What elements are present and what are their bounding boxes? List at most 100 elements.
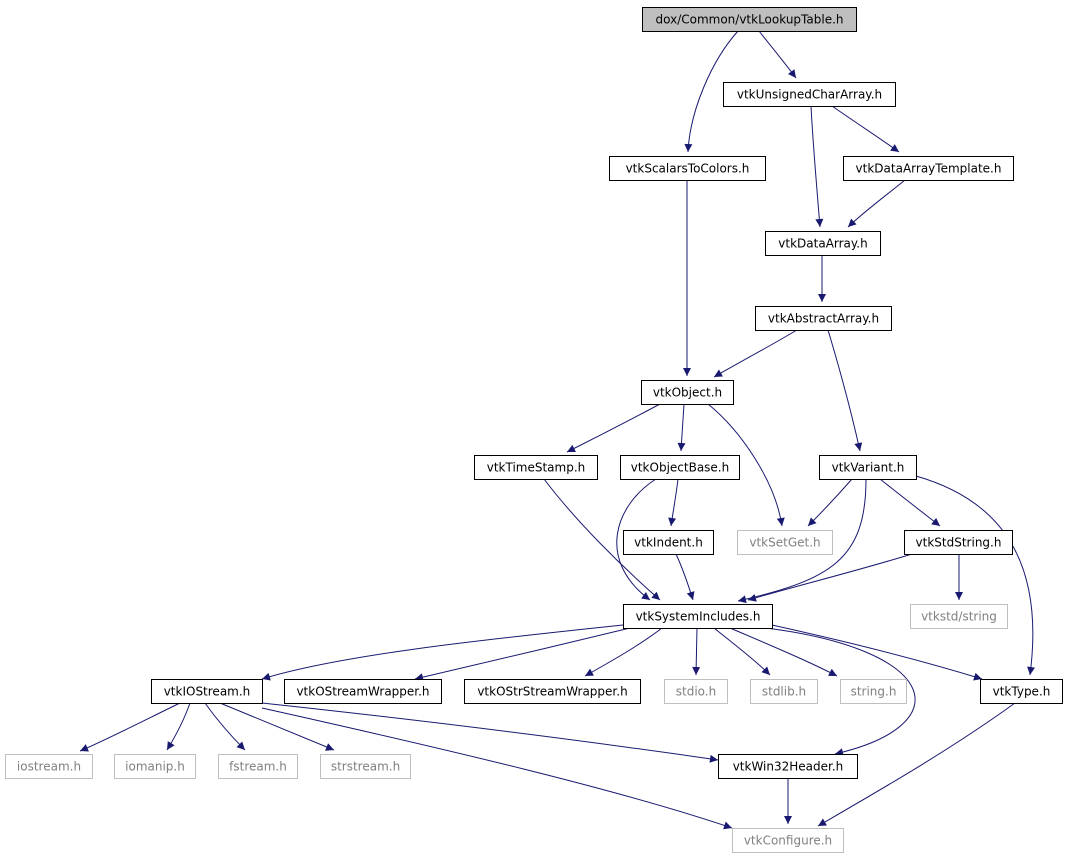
node-box <box>623 530 714 555</box>
edge-si-to-ios <box>261 624 624 681</box>
node-box <box>819 455 917 480</box>
node-label: vtkType.h <box>993 685 1051 699</box>
node-label: strstream.h <box>331 760 400 774</box>
node-label: vtkstd/string <box>921 610 997 624</box>
node-label: vtkWin32Header.h <box>733 760 844 774</box>
edge-ios-to-w32 <box>261 702 719 763</box>
node-label: vtkSetGet.h <box>749 536 820 550</box>
node-box <box>750 679 818 704</box>
node-uca[interactable]: vtkUnsignedCharArray.h <box>723 82 896 107</box>
edge-uca-to-dat <box>831 105 900 153</box>
edge-obj-to-sg <box>707 403 785 527</box>
node-ind[interactable]: vtkIndent.h <box>623 530 714 555</box>
node-ts[interactable]: vtkTimeStamp.h <box>474 455 598 480</box>
edge-obj-to-ts <box>566 403 661 453</box>
edge-obj-to-ob <box>677 403 686 452</box>
node-box <box>737 530 833 555</box>
edge-aa-to-obj <box>713 329 798 378</box>
node-obj[interactable]: vtkObject.h <box>641 380 734 405</box>
node-box <box>284 679 442 704</box>
edge-ios-to-iostream <box>79 702 181 752</box>
node-label: iostream.h <box>17 760 81 774</box>
edge-aa-to-var <box>827 329 863 452</box>
node-label: vtkOStreamWrapper.h <box>296 685 429 699</box>
node-box <box>755 306 892 331</box>
node-label: string.h <box>851 685 897 699</box>
node-box <box>151 679 263 704</box>
node-box <box>723 82 896 107</box>
node-s2c[interactable]: vtkScalarsToColors.h <box>609 156 766 181</box>
node-box <box>904 530 1013 555</box>
node-label: stdlib.h <box>762 685 806 699</box>
node-box <box>609 156 766 181</box>
edge-ios-to-fstream <box>204 702 246 751</box>
node-label: vtkObjectBase.h <box>631 461 729 475</box>
edge-var-to-si <box>737 478 867 604</box>
node-box <box>910 604 1008 629</box>
node-label: vtkObject.h <box>653 386 722 400</box>
edges-layer <box>79 30 1035 830</box>
node-label: vtkDataArray.h <box>778 237 867 251</box>
node-box <box>620 455 740 480</box>
edge-var-to-type <box>915 475 1035 676</box>
node-box <box>843 156 1014 181</box>
node-dat[interactable]: vtkDataArrayTemplate.h <box>843 156 1014 181</box>
node-aa[interactable]: vtkAbstractArray.h <box>755 306 892 331</box>
edge-type-to-cfg <box>817 702 1016 827</box>
edge-si-to-w32 <box>765 627 916 757</box>
nodes-layer: dox/Common/vtkLookupTable.h vtkUnsignedCh… <box>5 7 1063 853</box>
edge-si-to-osw <box>414 627 631 682</box>
node-label: fstream.h <box>229 760 287 774</box>
node-w32[interactable]: vtkWin32Header.h <box>718 754 858 779</box>
node-box <box>218 754 298 779</box>
node-cfg: vtkConfigure.h <box>732 828 844 853</box>
edge-si-to-string <box>729 627 838 677</box>
node-label: vtkAbstractArray.h <box>768 312 879 326</box>
node-label: stdio.h <box>676 685 716 699</box>
node-box <box>980 679 1063 704</box>
node-osrw[interactable]: vtkOStrStreamWrapper.h <box>464 679 641 704</box>
node-box <box>718 754 858 779</box>
node-ob[interactable]: vtkObjectBase.h <box>620 455 740 480</box>
edge-ind-to-si <box>675 553 695 601</box>
edge-si-to-type <box>771 624 983 681</box>
node-label: dox/Common/vtkLookupTable.h <box>656 13 844 27</box>
edge-ios-to-cfg <box>261 707 733 830</box>
node-root[interactable]: dox/Common/vtkLookupTable.h <box>642 7 857 32</box>
edge-dat-to-da <box>847 179 906 228</box>
node-label: vtkVariant.h <box>832 461 905 475</box>
node-osw[interactable]: vtkOStreamWrapper.h <box>284 679 442 704</box>
node-box <box>664 679 728 704</box>
edge-ios-to-strstream <box>219 702 335 751</box>
node-strstream: strstream.h <box>320 754 411 779</box>
node-label: vtkOStrStreamWrapper.h <box>477 685 627 699</box>
node-box <box>840 679 907 704</box>
node-label: iomanip.h <box>125 760 185 774</box>
node-iostream: iostream.h <box>5 754 93 779</box>
node-vstr: vtkstd/string <box>910 604 1008 629</box>
node-box <box>641 380 734 405</box>
node-box <box>642 7 857 32</box>
node-ss[interactable]: vtkStdString.h <box>904 530 1013 555</box>
node-box <box>5 754 93 779</box>
node-stdio: stdio.h <box>664 679 728 704</box>
node-type[interactable]: vtkType.h <box>980 679 1063 704</box>
edge-root-to-uca <box>758 30 797 79</box>
node-box <box>474 455 598 480</box>
edge-uca-to-da <box>810 105 824 228</box>
node-var[interactable]: vtkVariant.h <box>819 455 917 480</box>
edge-var-to-ss <box>879 478 941 527</box>
node-si[interactable]: vtkSystemIncludes.h <box>623 604 773 629</box>
node-box <box>732 828 844 853</box>
node-label: vtkIOStream.h <box>164 685 251 699</box>
node-box <box>623 604 773 629</box>
node-label: vtkIndent.h <box>634 536 703 550</box>
node-da[interactable]: vtkDataArray.h <box>765 231 881 256</box>
edge-si-to-stdio <box>692 627 701 676</box>
node-label: vtkConfigure.h <box>744 834 832 848</box>
node-ios[interactable]: vtkIOStream.h <box>151 679 263 704</box>
edge-si-to-osrw <box>584 627 663 677</box>
edge-ios-to-iomanip <box>166 702 191 751</box>
node-label: vtkUnsignedCharArray.h <box>737 88 882 102</box>
